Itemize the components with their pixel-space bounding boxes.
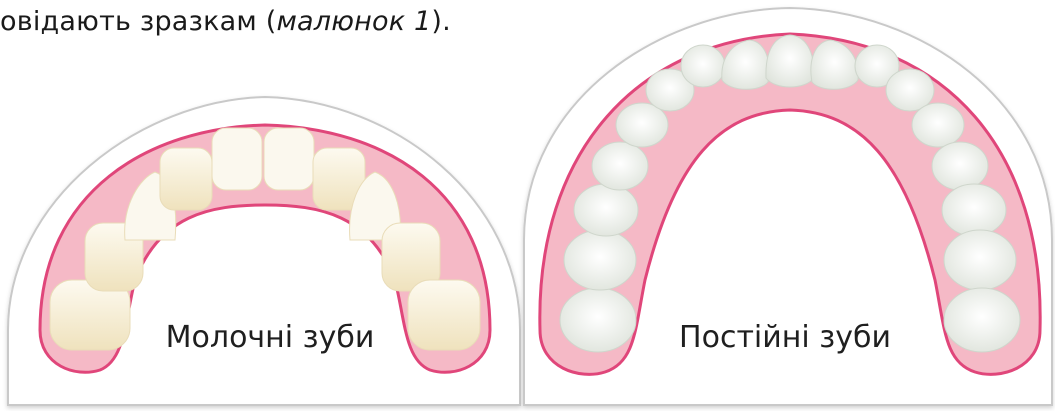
permanent-tooth — [681, 45, 725, 87]
permanent-tooth — [944, 288, 1020, 352]
milk-tooth — [212, 128, 262, 190]
milk-tooth — [160, 148, 212, 210]
permanent-tooth — [592, 142, 648, 190]
permanent-tooth — [574, 184, 638, 236]
permanent-tooth — [912, 103, 964, 147]
milk-tooth — [408, 280, 480, 350]
permanent-tooth — [564, 230, 636, 290]
permanent-teeth-caption: Постійні зуби — [679, 320, 891, 355]
milk-teeth-jaw: Молочні зуби — [8, 97, 520, 405]
milk-teeth-caption: Молочні зуби — [166, 320, 375, 355]
permanent-tooth — [932, 142, 988, 190]
permanent-tooth — [942, 184, 1006, 236]
milk-tooth — [264, 128, 314, 190]
permanent-tooth — [560, 288, 636, 352]
permanent-teeth-jaw: Постійні зуби — [524, 8, 1052, 405]
permanent-tooth — [944, 230, 1016, 290]
